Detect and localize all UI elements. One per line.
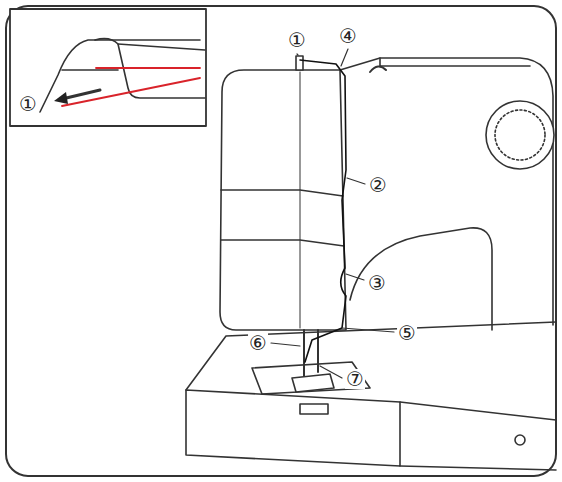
- arm-opening: [350, 228, 492, 330]
- bobbin-cover-latch: [300, 404, 328, 414]
- callout-number: ②: [368, 175, 388, 195]
- panel-line: [221, 240, 344, 246]
- needle-plate: [252, 362, 370, 394]
- callout-number: ④: [338, 26, 358, 46]
- leader-line: [271, 343, 300, 346]
- callout-number: ⑥: [248, 333, 268, 353]
- bed-base: [400, 466, 556, 470]
- presser-bar: [317, 330, 319, 372]
- callout-number: ③: [367, 273, 387, 293]
- inset-top: [118, 44, 205, 50]
- arrow-head: [54, 92, 68, 104]
- callout-number: ①: [287, 30, 307, 50]
- inset-detail: [40, 39, 205, 112]
- thread-line: [62, 78, 200, 106]
- callout-number: ①: [18, 94, 38, 114]
- machine-arm: [340, 58, 553, 325]
- callout-number: ⑤: [397, 323, 417, 343]
- thread-path: [300, 60, 346, 362]
- leader-line: [297, 54, 298, 55]
- bed-front: [400, 402, 556, 420]
- handwheel-grip: [495, 110, 545, 160]
- thread-guide: [370, 66, 386, 72]
- inset-guide: [95, 39, 205, 98]
- needle: [303, 330, 305, 378]
- handwheel: [486, 101, 554, 169]
- bed-top: [186, 322, 556, 390]
- head-cover: [220, 70, 346, 330]
- inset-frame: [10, 9, 206, 126]
- panel-line: [221, 190, 343, 196]
- drawing-part: [6, 6, 556, 476]
- leader-line: [320, 366, 342, 378]
- leader-line: [347, 178, 365, 184]
- callout-number: ⑦: [345, 369, 365, 389]
- leader-lines: [271, 49, 394, 378]
- outer-frame: [6, 6, 556, 476]
- thread-line: [96, 67, 200, 69]
- direction-arrow: [62, 90, 100, 99]
- leader-line: [342, 328, 394, 332]
- arm-top-edge: [380, 58, 530, 66]
- foot-screw: [515, 435, 525, 445]
- leader-line: [346, 274, 364, 280]
- presser-foot: [292, 374, 334, 392]
- inset-edge: [62, 69, 118, 71]
- leader-line: [341, 49, 348, 66]
- panel-edge: [300, 72, 301, 328]
- spool-pin: [296, 56, 303, 70]
- free-arm: [186, 390, 400, 466]
